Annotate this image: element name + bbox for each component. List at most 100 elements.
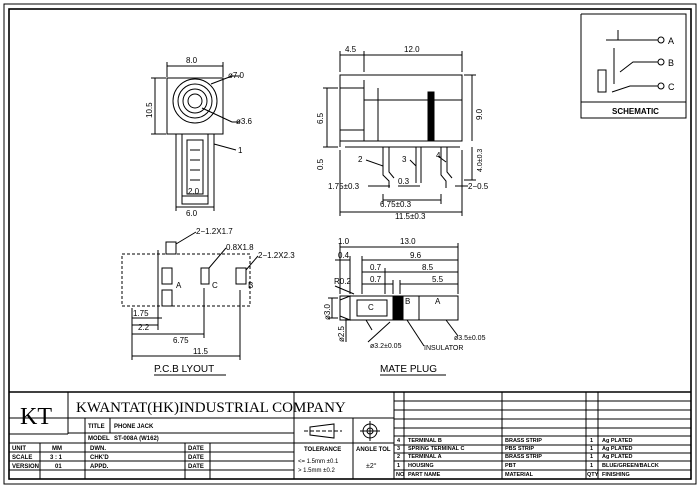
version-label: VERSION — [12, 464, 39, 470]
mate-label-c: C — [368, 303, 374, 312]
dim-side-0-3: 0.3 — [398, 177, 410, 186]
parts-row-name: HOUSING — [408, 463, 434, 469]
mate-dim-0-4: 0.4 — [338, 251, 350, 260]
schematic-label-c: C — [668, 82, 675, 92]
lead-label-1: 1 — [238, 146, 243, 155]
dim-side-11-5: 11.5±0.3 — [395, 212, 426, 221]
dim-side-1-75: 1.75±0.3 — [328, 182, 360, 191]
model-label: MODEL — [88, 436, 110, 442]
tolerance-row-1: <= 1.5mm ±0.1 — [298, 459, 339, 465]
mate-dim-d2-5: ø2.5 — [337, 325, 346, 342]
parts-row-qty: 1 — [590, 446, 593, 452]
dim-side-4-0: 4.0±0.3 — [477, 149, 484, 172]
parts-row-finish: Ag PLATED — [602, 438, 632, 444]
mate-dim-d3-2: ø3.2±0.05 — [370, 343, 402, 350]
mate-dim-d3-5: ø3.5±0.05 — [454, 335, 486, 342]
version-value: 01 — [55, 464, 62, 470]
pcb-pin-c: C — [212, 281, 218, 290]
dim-side-2-0-5: 2−0.5 — [468, 182, 489, 191]
schematic-title: SCHEMATIC — [612, 107, 659, 116]
mate-title: MATE PLUG — [380, 364, 437, 375]
pin-label-4: 4 — [436, 151, 441, 160]
mate-dim-r0-2: R0.2 — [334, 277, 351, 286]
inner-border — [8, 8, 692, 480]
pcb-layout — [121, 231, 259, 360]
mate-label-a: A — [435, 297, 441, 306]
dim-side-6-5: 6.5 — [316, 112, 325, 124]
pcb-hole-label-3: 2−1.2X2.3 — [258, 251, 295, 260]
dwn-label: DWN. — [90, 446, 106, 452]
parts-header-name: PART NAME — [408, 472, 441, 478]
angle-tol-label: ANGLE TOL — [356, 447, 391, 453]
dim-top-6-0: 6.0 — [186, 209, 198, 218]
dim-top-d3-6: ø3.6 — [236, 117, 253, 126]
parts-row-finish: Ag PLATED — [602, 454, 632, 460]
pcb-dim-6-75: 6.75 — [173, 336, 189, 345]
dim-side-9-0: 9.0 — [475, 108, 484, 120]
mate-dim-9-6: 9.6 — [410, 251, 422, 260]
appd-label: APPD. — [90, 464, 109, 470]
parts-row-no: 4 — [397, 438, 401, 444]
dim-top-2-0: 2.0 — [188, 187, 200, 196]
company-name: KWANTAT(HK)INDUSTRIAL COMPANY — [76, 400, 346, 416]
parts-row-material: BRASS STRIP — [505, 454, 542, 460]
parts-row-no: 2 — [397, 454, 400, 460]
mate-dim-8-5: 8.5 — [422, 263, 434, 272]
title-label: TITLE — [88, 424, 105, 430]
parts-row-material: PBS STRIP — [505, 446, 534, 452]
schematic-label-a: A — [668, 36, 674, 46]
pin-label-3: 3 — [402, 155, 407, 164]
parts-row-material: PBT — [505, 463, 517, 469]
dim-side-6-75: 6.75±0.3 — [380, 200, 412, 209]
model-value: ST-008A (W162) — [114, 436, 159, 442]
top-view — [151, 62, 240, 211]
mate-dim-5-5: 5.5 — [432, 275, 444, 284]
dim-top-8-0: 8.0 — [186, 56, 198, 65]
mate-plug — [328, 243, 459, 347]
parts-header-material: MATERIAL — [505, 472, 534, 478]
pcb-pin-b: B — [248, 281, 253, 290]
mate-dim-d3-0: ø3.0 — [323, 303, 332, 320]
pcb-title: P.C.B LYOUT — [154, 364, 214, 375]
pcb-pin-a: A — [176, 281, 182, 290]
dim-top-10-5: 10.5 — [145, 102, 154, 118]
mate-insulator-label: INSULATOR — [424, 345, 463, 352]
mate-dim-13-0: 13.0 — [400, 237, 416, 246]
angle-tol-value: ±2° — [366, 462, 377, 470]
parts-row-name: TERMINAL B — [408, 438, 442, 444]
mate-dim-0-7-b: 0.7 — [370, 275, 382, 284]
chk-label: CHK'D — [90, 455, 109, 461]
title-block-grid — [9, 391, 691, 479]
side-view — [323, 51, 476, 216]
unit-label: UNIT — [12, 446, 26, 452]
parts-row-material: BRASS STRIP — [505, 438, 542, 444]
pcb-hole-label-2: 0.8X1.8 — [226, 243, 254, 252]
parts-header-finish: FINISHING — [602, 472, 630, 478]
dim-top-d7: ø7.0 — [228, 71, 245, 80]
parts-row-no: 1 — [397, 463, 400, 469]
date-label-2: DATE — [188, 455, 204, 461]
parts-row-finish: Ag PLATED — [602, 446, 632, 452]
pcb-dim-1-75: 1.75 — [133, 309, 149, 318]
logo-kt: KT — [20, 404, 52, 430]
mate-dim-0-7-a: 0.7 — [370, 263, 382, 272]
pcb-hole-label-1: 2−1.2X1.7 — [196, 227, 233, 236]
parts-row-qty: 1 — [590, 438, 593, 444]
parts-header-no: NO — [396, 472, 405, 478]
tolerance-row-2: > 1.5mm ±0.2 — [298, 468, 335, 474]
dim-side-0-5: 0.5 — [316, 158, 325, 170]
dim-side-4-5: 4.5 — [345, 45, 357, 54]
outer-border — [3, 3, 697, 485]
unit-value: MM — [52, 446, 62, 452]
scale-label: SCALE — [12, 455, 32, 461]
tolerance-label: TOLERANCE — [304, 447, 341, 453]
pcb-dim-2-2: 2.2 — [138, 323, 150, 332]
date-label-3: DATE — [188, 464, 204, 470]
date-label-1: DATE — [188, 446, 204, 452]
scale-value: 3 : 1 — [50, 455, 63, 461]
dim-side-12-0: 12.0 — [404, 45, 420, 54]
pin-label-2: 2 — [358, 155, 363, 164]
parts-header-qty: QTY — [587, 472, 599, 478]
parts-list: 4 TERMINAL B BRASS STRIP 1 Ag PLATED 3 S… — [396, 438, 659, 478]
